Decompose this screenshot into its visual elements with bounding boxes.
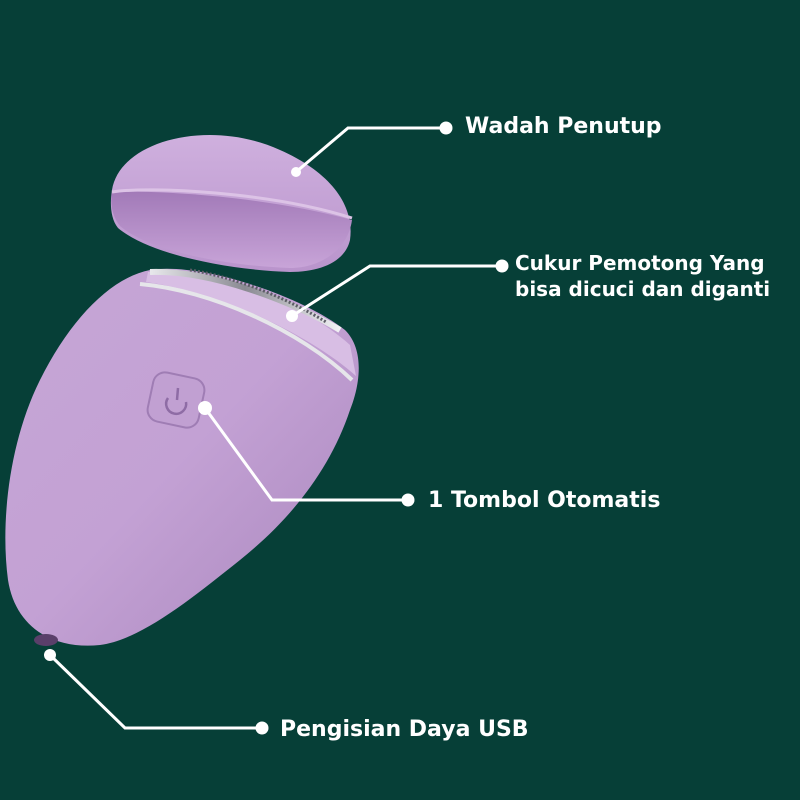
label-button: 1 Tombol Otomatis bbox=[428, 488, 661, 513]
callout-usb bbox=[44, 649, 269, 735]
shaver-body bbox=[5, 268, 359, 646]
label-cap: Wadah Penutup bbox=[465, 114, 662, 139]
callout-button bbox=[198, 401, 415, 507]
label-usb: Pengisian Daya USB bbox=[280, 717, 529, 742]
label-blade-line2: bisa dicuci dan diganti bbox=[515, 277, 771, 301]
cap bbox=[110, 135, 353, 272]
callout-cap bbox=[291, 121, 453, 177]
label-blade: Cukur Pemotong Yang bisa dicuci dan diga… bbox=[515, 250, 770, 302]
label-blade-line1: Cukur Pemotong Yang bbox=[515, 251, 765, 275]
callout-blade bbox=[286, 259, 509, 322]
